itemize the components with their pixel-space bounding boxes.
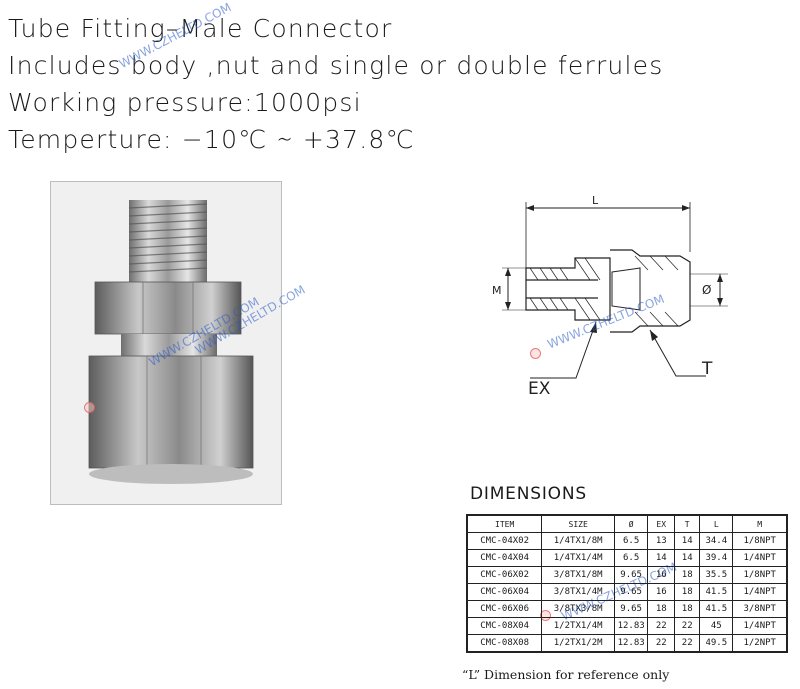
table-cell: 1/4NPT	[732, 617, 788, 635]
col-item: ITEM	[466, 514, 543, 533]
table-cell: 14	[674, 549, 701, 567]
table-cell: 34.4	[699, 532, 734, 550]
table-cell: 22	[674, 617, 701, 635]
table-cell: 3/8NPT	[732, 600, 788, 618]
table-cell: 6.5	[614, 532, 649, 550]
table-cell: 9.65	[614, 583, 649, 601]
col-m: M	[732, 514, 788, 533]
table-cell: CMC-04X02	[466, 532, 543, 550]
table-header-row: ITEM SIZE Ø EX T L M	[466, 514, 788, 533]
col-ex: EX	[647, 514, 676, 533]
product-photo	[50, 181, 282, 505]
table-cell: 3/8TX1/8M	[541, 566, 616, 584]
table-cell: CMC-08X04	[466, 617, 543, 635]
table-cell: 1/4TX1/4M	[541, 549, 616, 567]
dimensions-title: DIMENSIONS	[470, 484, 587, 504]
table-cell: 22	[647, 634, 676, 653]
table-cell: CMC-06X06	[466, 600, 543, 618]
table-cell: 22	[647, 617, 676, 635]
table-cell: 16	[647, 583, 676, 601]
table-cell: 1/2NPT	[732, 634, 788, 653]
col-phi: Ø	[614, 514, 649, 533]
col-size: SIZE	[541, 514, 616, 533]
table-cell: 18	[674, 600, 701, 618]
table-cell: 41.5	[699, 600, 734, 618]
table-cell: 1/4NPT	[732, 549, 788, 567]
footnote: “L” Dimension for reference only	[462, 667, 670, 682]
table-cell: 3/8TX3/8M	[541, 600, 616, 618]
table-cell: 1/2TX1/2M	[541, 634, 616, 653]
label-phi: Ø	[702, 283, 711, 297]
table-cell: 1/2TX1/4M	[541, 617, 616, 635]
table-cell: CMC-08X08	[466, 634, 543, 653]
temperature-line: Temperture: −10℃ ∼ +37.8℃	[8, 125, 415, 154]
pressure-line: Working pressure:1000psi	[8, 88, 362, 117]
table-cell: 9.65	[614, 600, 649, 618]
page-title: Tube Fitting–Male Connector	[8, 14, 393, 43]
table-cell: 1/4NPT	[732, 583, 788, 601]
description-line: Includes body ,nut and single or double …	[8, 51, 664, 80]
table-cell: 6.5	[614, 549, 649, 567]
label-m: M	[492, 284, 502, 297]
table-cell: CMC-04X04	[466, 549, 543, 567]
technical-drawing: L M Ø EX T	[492, 194, 728, 399]
table-cell: 41.5	[699, 583, 734, 601]
table-cell: 45	[699, 617, 734, 635]
table-cell: 12.83	[614, 634, 649, 653]
table-cell: CMC-06X04	[466, 583, 543, 601]
header: Tube Fitting–Male Connector Includes bod…	[8, 10, 663, 158]
table-cell: 49.5	[699, 634, 734, 653]
male-connector-image	[51, 182, 281, 504]
table-cell: 18	[674, 566, 701, 584]
table-cell: 1/8NPT	[732, 566, 788, 584]
table-cell: 9.65	[614, 566, 649, 584]
watermark-logo-icon	[84, 402, 95, 413]
col-t: T	[674, 514, 701, 533]
table-cell: 13	[647, 532, 676, 550]
table-cell: 22	[674, 634, 701, 653]
col-l: L	[699, 514, 734, 533]
table-cell: 1/4TX1/8M	[541, 532, 616, 550]
label-l: L	[592, 194, 599, 207]
table-cell: 39.4	[699, 549, 734, 567]
watermark-logo-icon	[530, 348, 541, 359]
table-cell: 14	[647, 549, 676, 567]
table-cell: 18	[674, 583, 701, 601]
table-cell: 14	[674, 532, 701, 550]
table-cell: 18	[647, 600, 676, 618]
table-cell: 12.83	[614, 617, 649, 635]
table-cell: 35.5	[699, 566, 734, 584]
label-t: T	[701, 359, 713, 379]
table-cell: CMC-06X02	[466, 566, 543, 584]
table-cell: 3/8TX1/4M	[541, 583, 616, 601]
table-cell: 1/8NPT	[732, 532, 788, 550]
label-ex: EX	[528, 379, 551, 399]
table-cell: 16	[647, 566, 676, 584]
